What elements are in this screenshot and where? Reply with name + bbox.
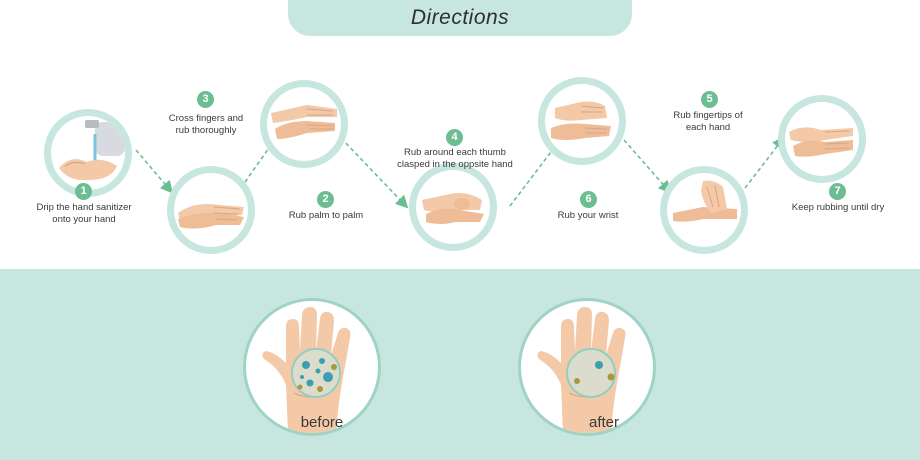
before-label: before bbox=[300, 414, 344, 431]
after-label: after bbox=[588, 414, 619, 431]
open-palms-dry-hands-icon bbox=[789, 127, 853, 157]
step-2-image bbox=[167, 166, 255, 254]
wrist-rub-hands-icon bbox=[673, 180, 737, 222]
step-6-label: Rub your wrist bbox=[528, 210, 648, 222]
step-3-label-line-1: Cross fingers and bbox=[168, 113, 244, 124]
step-4-label-line-1: Rub around each thumb bbox=[404, 147, 506, 158]
step-1-image bbox=[44, 109, 132, 197]
header-tab: Directions bbox=[288, 0, 632, 36]
step-5-label-line-1: Rub fingertips of bbox=[673, 110, 743, 121]
thumb-clasp-hands-icon bbox=[422, 192, 484, 224]
germy-hand-icon bbox=[262, 307, 351, 433]
after-hand-image bbox=[518, 298, 656, 436]
clean-hand-icon bbox=[537, 307, 626, 433]
step-2-label-line-1: Rub palm to palm bbox=[288, 210, 364, 221]
step-1-number: 1 bbox=[75, 183, 92, 200]
step-1-label-line-1: Drip the hand sanitizer bbox=[36, 202, 132, 213]
step-4-number: 4 bbox=[446, 129, 463, 146]
step-7-label-line-1: Keep rubbing until dry bbox=[791, 202, 885, 213]
step-5-label-line-2: each hand bbox=[685, 122, 731, 133]
fingertips-rub-hands-icon bbox=[551, 101, 611, 140]
step-6-image bbox=[660, 166, 748, 254]
step-3-label-line-2: rub thoroughly bbox=[175, 125, 237, 136]
step-6-number: 6 bbox=[580, 191, 597, 208]
step-3-number: 3 bbox=[197, 91, 214, 108]
step-4-image bbox=[409, 163, 497, 251]
step-2-number: 2 bbox=[317, 191, 334, 208]
cross-fingers-hands-icon bbox=[271, 105, 337, 139]
step-3-label: Cross fingers and rub thoroughly bbox=[146, 113, 266, 137]
step-1-label-line-2: onto your hand bbox=[52, 214, 116, 225]
step-5-image bbox=[538, 77, 626, 165]
step-1-label: Drip the hand sanitizer onto your hand bbox=[18, 202, 150, 226]
step-2-label: Rub palm to palm bbox=[266, 210, 386, 222]
step-4-label: Rub around each thumb clasped in the opp… bbox=[380, 147, 530, 171]
step-7-image bbox=[778, 95, 866, 183]
step-5-number: 5 bbox=[701, 91, 718, 108]
step-5-label: Rub fingertips of each hand bbox=[648, 110, 768, 134]
before-hand-image bbox=[243, 298, 381, 436]
step-6-label-line-1: Rub your wrist bbox=[557, 210, 619, 221]
step-4-label-line-2: clasped in the oppsite hand bbox=[397, 159, 513, 170]
step-7-number: 7 bbox=[829, 183, 846, 200]
hands-sanitizer-drip-icon bbox=[59, 120, 125, 181]
palm-to-palm-hands-icon bbox=[178, 204, 244, 229]
step-7-label: Keep rubbing until dry bbox=[770, 202, 906, 214]
step-3-image bbox=[260, 80, 348, 168]
page-title: Directions bbox=[410, 6, 510, 29]
comparison-panel bbox=[0, 269, 920, 460]
